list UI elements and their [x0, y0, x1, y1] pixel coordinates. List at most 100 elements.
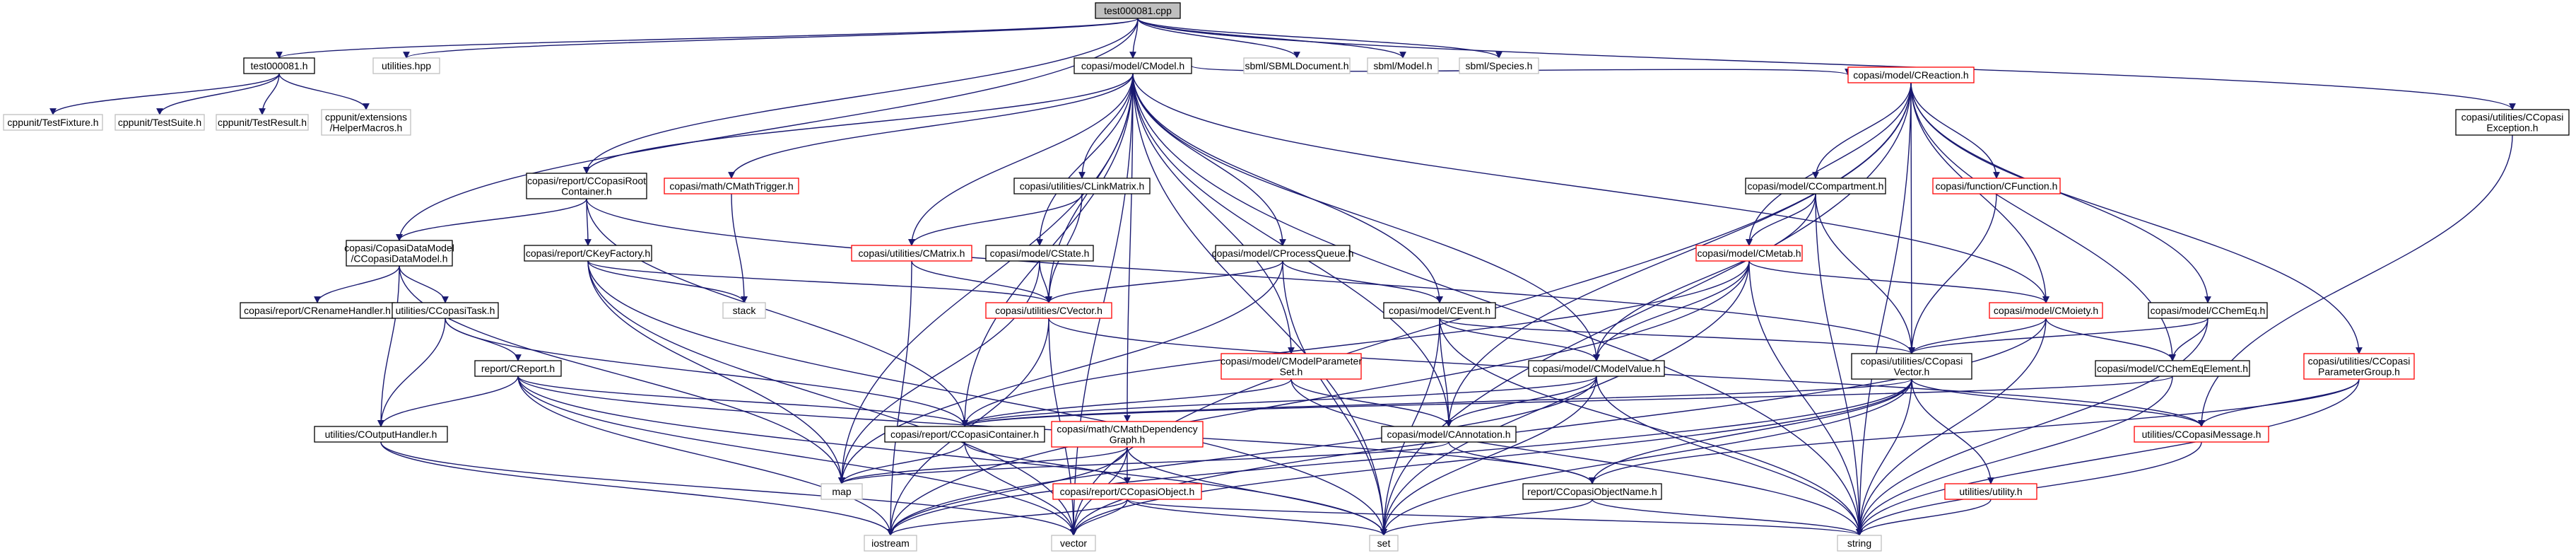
node-box	[372, 57, 440, 74]
edge-cmoiety-to-copasivector	[1908, 318, 2047, 354]
edge-copasivector-to-iostream	[887, 378, 1912, 536]
node-cmodel[interactable]: copasi/model/CModel.h	[1074, 57, 1192, 74]
node-copasicontainer[interactable]: copasi/report/CCopasiContainer.h	[884, 426, 1045, 443]
edge-cmodel-to-mathdep	[1124, 73, 1134, 422]
node-cevent[interactable]: copasi/model/CEvent.h	[1383, 302, 1496, 319]
node-box	[864, 535, 917, 552]
node-label: copasi/utilities/CMatrix.h	[859, 248, 965, 259]
node-label: report/CReport.h	[481, 363, 555, 374]
edge-cmodel-to-rootcont	[583, 73, 1134, 174]
node-sbmldoc[interactable]: sbml/SBMLDocument.h	[1243, 57, 1351, 74]
node-label: copasi/model/CModelParameter	[1221, 356, 1362, 367]
node-label: /CCopasiDataModel.h	[351, 253, 448, 265]
node-renamehandler[interactable]: copasi/report/CRenameHandler.h	[240, 302, 395, 319]
node-box	[1459, 57, 1539, 74]
node-ccopasimessage[interactable]: utilities/CCopasiMessage.h	[2134, 426, 2269, 443]
node-set[interactable]: set	[1369, 535, 1399, 552]
node-result[interactable]: cppunit/TestResult.h	[216, 114, 309, 131]
node-label: copasi/model/CModelValue.h	[1532, 363, 1660, 374]
edge-cmoiety-to-chemeqelem	[2045, 318, 2176, 361]
node-label: copasi/report/CRenameHandler.h	[244, 305, 391, 316]
edge-cmodelvalue-to-iostream	[887, 376, 1597, 536]
edge-root-to-rootcont	[583, 18, 1139, 174]
node-creaction[interactable]: copasi/model/CReaction.h	[1847, 66, 1975, 83]
node-datamodel[interactable]: copasi/CopasiDataModel/CCopasiDataModel.…	[344, 240, 454, 267]
node-label: copasi/model/CState.h	[990, 248, 1090, 259]
edge-datamodel-to-ccopasitask	[399, 265, 449, 303]
edge-copasivector-to-vector	[1070, 378, 1912, 536]
node-ccompartment[interactable]: copasi/model/CCompartment.h	[1745, 178, 1886, 194]
node-vector[interactable]: vector	[1051, 535, 1096, 552]
node-pqueue[interactable]: copasi/model/CProcessQueue.h	[1212, 245, 1354, 262]
node-iostream[interactable]: iostream	[864, 535, 917, 552]
node-label: copasi/math/CMathDependency	[1057, 424, 1197, 435]
node-label: copasi/utilities/CCopasi	[1861, 356, 1963, 367]
node-label: copasi/report/CKeyFactory.h	[526, 248, 650, 259]
edge-cevent-to-copasivector	[1439, 318, 1915, 354]
node-cvector[interactable]: copasi/utilities/CVector.h	[985, 302, 1112, 319]
edge-cannotation-to-map	[838, 441, 1449, 484]
node-t81h[interactable]: test000081.h	[243, 57, 315, 74]
node-outputhandler[interactable]: utilities/COutputHandler.h	[314, 426, 448, 443]
node-cmodelvalue[interactable]: copasi/model/CModelValue.h	[1528, 360, 1665, 377]
edge-cmodel-to-mvparamset	[1132, 73, 1295, 354]
node-suite[interactable]: cppunit/TestSuite.h	[114, 114, 205, 131]
node-mtrigger[interactable]: copasi/math/CMathTrigger.h	[664, 178, 799, 194]
node-map[interactable]: map	[821, 483, 863, 500]
node-sbmlmodel[interactable]: sbml/Model.h	[1367, 57, 1439, 74]
edge-pqueue-to-cevent	[1282, 260, 1443, 303]
node-cannotation[interactable]: copasi/model/CAnnotation.h	[1381, 426, 1517, 443]
node-helper[interactable]: cppunit/extensions/HelperMacros.h	[321, 109, 411, 136]
node-fixture[interactable]: cppunit/TestFixture.h	[3, 114, 103, 131]
node-label: copasi/utilities/CVector.h	[995, 305, 1102, 316]
node-utilhpp[interactable]: utilities.hpp	[372, 57, 440, 74]
edge-cmodel-to-set	[1132, 73, 1387, 536]
node-linkmatrix[interactable]: copasi/utilities/CLinkMatrix.h	[1013, 178, 1151, 194]
node-creport[interactable]: report/CReport.h	[474, 360, 562, 377]
node-box	[243, 57, 315, 74]
edge-keyfactory-to-map	[587, 260, 845, 484]
node-box	[1095, 2, 1181, 19]
node-box	[1074, 57, 1192, 74]
node-box	[1695, 245, 1803, 262]
node-label: copasi/utilities/CCopasi	[2462, 112, 2564, 123]
node-cfunction[interactable]: copasi/function/CFunction.h	[1932, 178, 2061, 194]
edge-cmodel-to-cevent	[1132, 73, 1443, 303]
node-box	[2148, 302, 2268, 319]
node-keyfactory[interactable]: copasi/report/CKeyFactory.h	[524, 245, 652, 262]
edge-chemeqelem-to-copasicontainer	[961, 376, 2173, 427]
edge-chemeq-to-chemeqelem	[2169, 318, 2209, 361]
node-copasiobject[interactable]: copasi/report/CCopasiObject.h	[1052, 483, 1202, 500]
node-layer: test000081.cpp test000081.h utilities.hpp c…	[3, 2, 2570, 552]
edge-datamodel-to-map	[399, 265, 845, 484]
node-cmoiety[interactable]: copasi/model/CMoiety.h	[1989, 302, 2103, 319]
node-chemeq[interactable]: copasi/model/CChemEq.h	[2148, 302, 2268, 319]
node-string[interactable]: string	[1837, 535, 1882, 552]
node-label: utilities/COutputHandler.h	[325, 429, 437, 440]
node-box	[2455, 109, 2570, 136]
node-box	[1243, 57, 1351, 74]
node-label: Container.h	[561, 186, 612, 197]
node-root[interactable]: test000081.cpp	[1095, 2, 1181, 19]
edge-cmodelvalue-to-cannotation	[1445, 376, 1597, 427]
node-label: stack	[733, 305, 757, 316]
node-chemeqelem[interactable]: copasi/model/CChemEqElement.h	[2095, 360, 2250, 377]
node-cmatrix[interactable]: copasi/utilities/CMatrix.h	[851, 245, 972, 262]
node-ccopasitask[interactable]: utilities/CCopasiTask.h	[392, 302, 499, 319]
node-utility[interactable]: utilities/utility.h	[1944, 483, 2037, 500]
node-label: utilities.hpp	[382, 60, 431, 71]
node-stack[interactable]: stack	[722, 302, 766, 319]
node-objectname[interactable]: report/CCopasiObjectName.h	[1522, 483, 1662, 500]
node-cstate[interactable]: copasi/model/CState.h	[985, 245, 1094, 262]
node-sbmlspecies[interactable]: sbml/Species.h	[1459, 57, 1539, 74]
edge-keyfactory-to-stack	[587, 260, 748, 303]
node-box	[1528, 360, 1665, 377]
node-cmetab[interactable]: copasi/model/CMetab.h	[1695, 245, 1803, 262]
node-label: string	[1847, 537, 1871, 549]
